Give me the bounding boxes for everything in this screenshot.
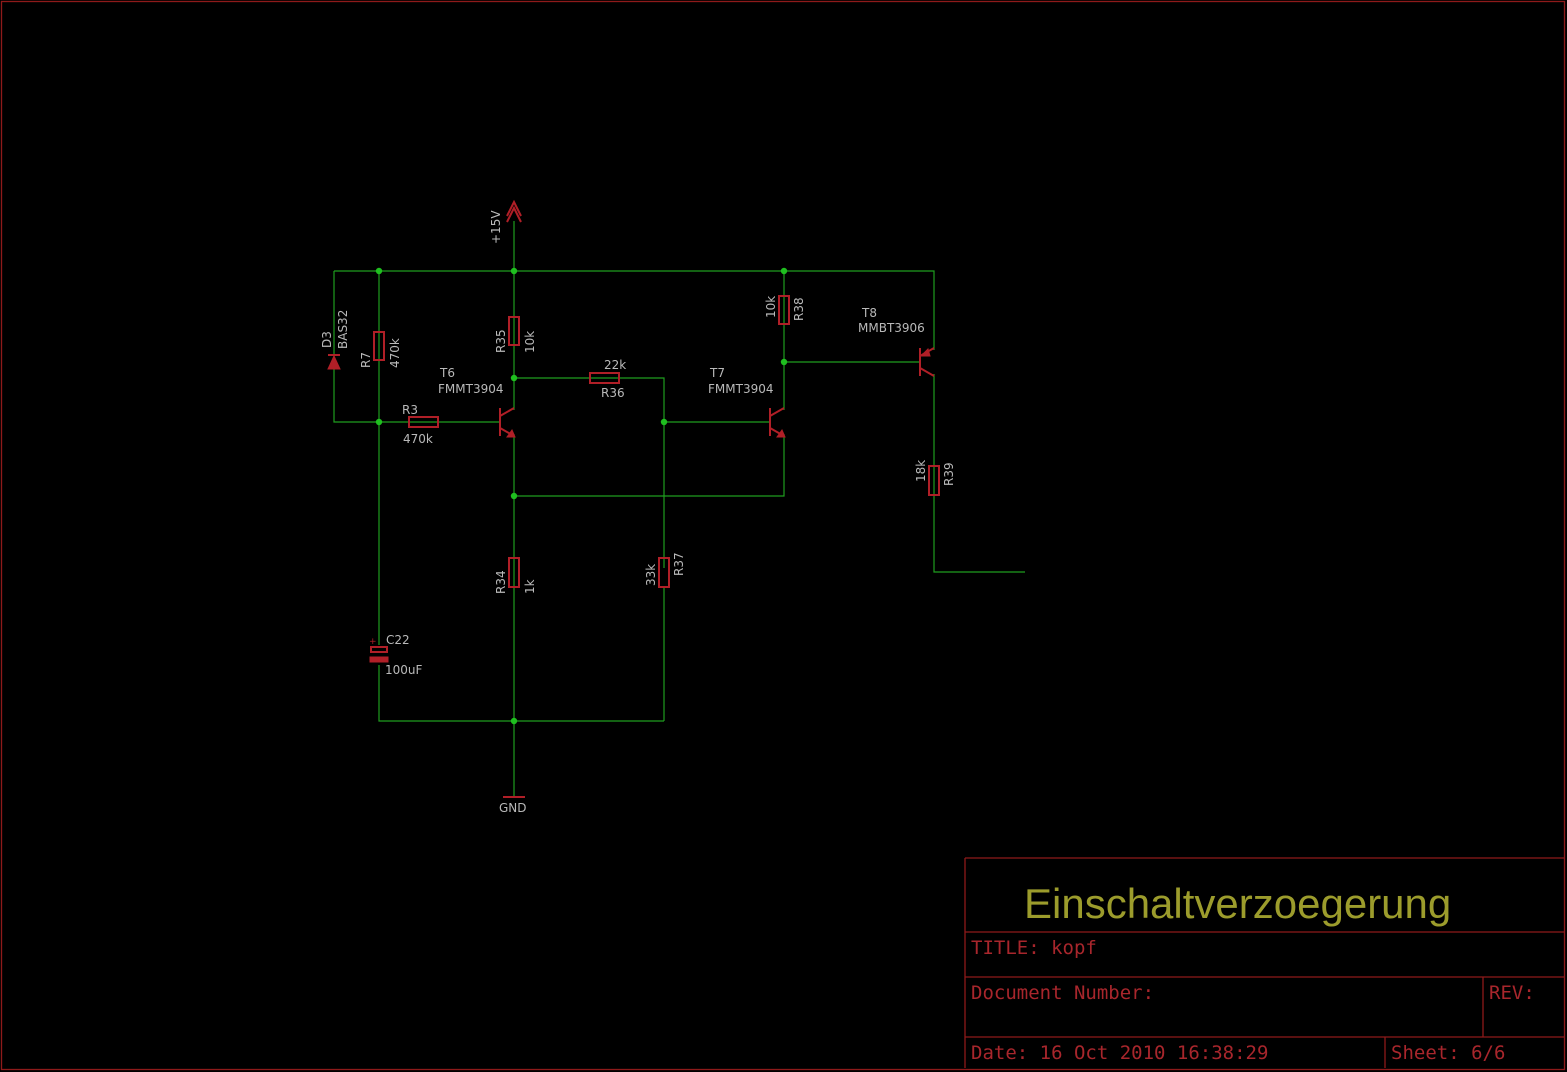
transistor-t7 [769, 407, 786, 438]
t6-value-label: FMMT3904 [438, 382, 503, 396]
r38-ref-label: R38 [792, 297, 806, 321]
resistor-r39 [928, 465, 940, 496]
supply-symbol [506, 199, 522, 223]
transistor-t8 [919, 347, 935, 377]
t7-ref-label: T7 [709, 366, 725, 380]
r37-value-label: 33k [644, 564, 658, 586]
supply-label: +15V [489, 210, 503, 244]
junction-dot [375, 418, 383, 426]
r39-ref-label: R39 [942, 462, 956, 486]
r34-value-label: 1k [523, 579, 537, 594]
junction-dot [780, 267, 788, 275]
r36-value-label: 22k [604, 358, 626, 372]
wire-supply-rail [334, 270, 935, 350]
junction-dot [375, 267, 383, 275]
resistor-r38 [778, 295, 790, 325]
junction-dot [780, 358, 788, 366]
t8-value-label: MMBT3906 [858, 321, 925, 335]
resistor-r35 [508, 316, 520, 346]
r3-value-label: 470k [403, 432, 433, 446]
title-block-date: Date: 16 Oct 2010 16:38:29 [971, 1042, 1268, 1064]
c22-ref-label: C22 [386, 633, 410, 647]
r37-ref-label: R37 [672, 552, 686, 576]
title-block [964, 857, 1565, 1068]
r36-ref-label: R36 [601, 386, 625, 400]
junction-dot [510, 717, 518, 725]
capacitor-c22 [369, 646, 389, 663]
d3-ref-label: D3 [320, 331, 334, 348]
t6-ref-label: T6 [439, 366, 455, 380]
wire-t8-collector [933, 374, 1025, 573]
t7-value-label: FMMT3904 [708, 382, 773, 396]
wire-c22-gnd [378, 665, 664, 722]
r7-value-label: 470k [388, 338, 402, 368]
r35-ref-label: R35 [494, 329, 508, 353]
resistor-r37 [658, 557, 670, 588]
r38-value-label: 10k [764, 296, 778, 318]
c22-value-label: 100uF [385, 663, 423, 677]
diode-d3 [327, 354, 341, 370]
d3-value-label: BAS32 [336, 310, 350, 349]
wire-d3 [333, 271, 379, 423]
junction-dot [510, 374, 518, 382]
junction-dot [510, 492, 518, 500]
title-block-document-number: Document Number: [971, 982, 1154, 1004]
wire-r36 [514, 377, 665, 568]
r7-ref-label: R7 [359, 352, 373, 368]
title-block-title: TITLE: kopf [971, 937, 1097, 959]
junction-dot [510, 267, 518, 275]
junction-dot [660, 418, 668, 426]
r39-value-label: 18k [914, 460, 928, 482]
wire-emitters [514, 434, 785, 497]
r3-ref-label: R3 [402, 403, 418, 417]
wires [333, 221, 1025, 796]
resistor-r36 [589, 372, 620, 384]
resistor-r7 [373, 331, 385, 361]
r35-value-label: 10k [523, 331, 537, 353]
ground-label: GND [499, 801, 527, 815]
resistor-r34 [508, 557, 520, 588]
resistor-r3 [408, 416, 439, 428]
junctions [375, 267, 788, 725]
t8-ref-label: T8 [861, 306, 877, 320]
title-block-rev: REV: [1489, 982, 1535, 1004]
title-block-sheet: Sheet: 6/6 [1391, 1042, 1505, 1064]
c22-polarity-label: + [369, 637, 377, 647]
r34-ref-label: R34 [494, 570, 508, 594]
title-block-heading: Einschaltverzoegerung [1024, 880, 1451, 927]
transistor-t6 [499, 407, 516, 438]
